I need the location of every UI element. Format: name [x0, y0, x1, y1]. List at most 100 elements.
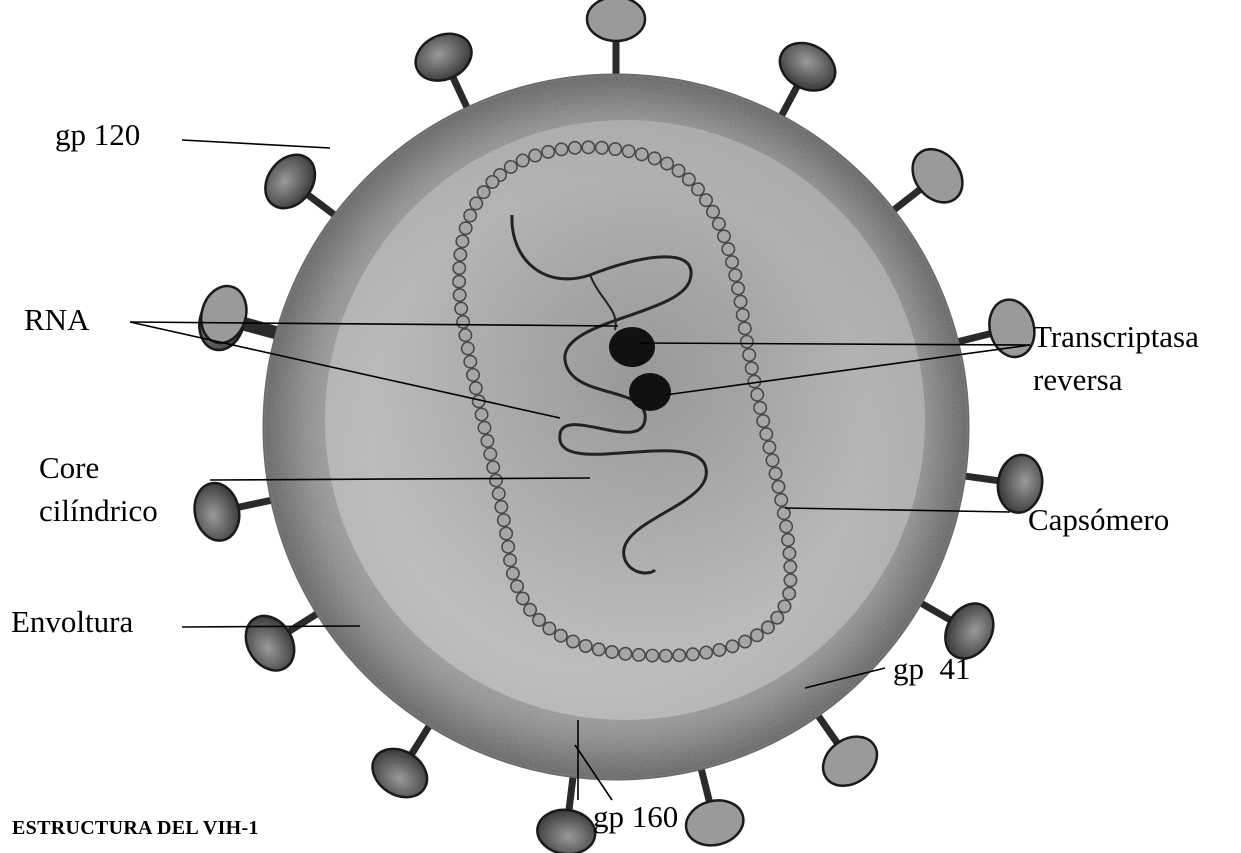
capsomere [672, 164, 684, 176]
capsomere [511, 580, 523, 592]
capsomere [771, 611, 783, 623]
capsomere [470, 382, 482, 394]
capsomere [757, 415, 769, 427]
label-envoltura: Envoltura [11, 605, 133, 639]
glycoprotein-spike [772, 34, 844, 122]
capsomere [772, 481, 784, 493]
capsomere [745, 362, 757, 374]
capsomere [478, 422, 490, 434]
capsomere [495, 501, 507, 513]
capsomere [722, 243, 734, 255]
gp120-knob [681, 795, 748, 852]
capsomere [739, 322, 751, 334]
capsomere [683, 173, 695, 185]
capsomere [467, 369, 479, 381]
glycoprotein-spike [236, 607, 323, 680]
capsomere [500, 527, 512, 539]
label-gp160: gp 160 [593, 800, 678, 834]
capsomere [734, 295, 746, 307]
glycoprotein-spike [189, 479, 277, 545]
label-gp41: gp 41 [893, 652, 971, 686]
capsomere [533, 614, 545, 626]
gp120-knob [189, 479, 244, 545]
capsomere [763, 441, 775, 453]
capsomere [766, 454, 778, 466]
gp120-knob [587, 0, 645, 41]
capsomere [502, 541, 514, 553]
capsomere [700, 194, 712, 206]
glycoprotein-spike [255, 145, 340, 219]
capsomere [505, 161, 517, 173]
capsomere [648, 152, 660, 164]
capsomere [606, 646, 618, 658]
capsomere [454, 248, 466, 260]
capsomere [636, 148, 648, 160]
capsomere [783, 547, 795, 559]
capsomere [687, 648, 699, 660]
capsomere [453, 289, 465, 301]
capsomere [493, 487, 505, 499]
capsomere [453, 275, 465, 287]
capsomere [739, 635, 751, 647]
capsomere [729, 269, 741, 281]
capsomere [713, 644, 725, 656]
capsomere [487, 461, 499, 473]
capsomere [453, 262, 465, 274]
capsomere [619, 648, 631, 660]
capsomere [516, 154, 528, 166]
capsomere [459, 222, 471, 234]
capsomere [743, 349, 755, 361]
gp120-knob [236, 607, 304, 680]
capsomere [596, 142, 608, 154]
capsomere [622, 145, 634, 157]
capsomere [783, 587, 795, 599]
label-transcriptasa: Transcriptasa [1033, 320, 1199, 354]
capsomere [459, 329, 471, 341]
capsomere [737, 309, 749, 321]
gp120-leader [182, 140, 330, 148]
capsomere [726, 256, 738, 268]
capsomere [778, 507, 790, 519]
capsomere [507, 567, 519, 579]
capsomere [751, 629, 763, 641]
capsomere [504, 554, 516, 566]
glycoprotein-spike [889, 139, 973, 214]
capsomere [456, 235, 468, 247]
capsomere [490, 474, 502, 486]
gp120-knob [814, 727, 887, 796]
capsomere [707, 206, 719, 218]
gp120-knob [902, 139, 972, 212]
capsomere [700, 646, 712, 658]
capsomere [660, 650, 672, 662]
capsomere [486, 176, 498, 188]
gp120-knob [984, 295, 1041, 362]
capsomere [481, 435, 493, 447]
capsomere [542, 146, 554, 158]
capsomere [732, 282, 744, 294]
capsomere [464, 356, 476, 368]
capsomere [769, 467, 781, 479]
capsomere [782, 534, 794, 546]
capsomere [593, 643, 605, 655]
capsomere [484, 448, 496, 460]
capsomere [751, 388, 763, 400]
label-gp120: gp 120 [55, 118, 140, 152]
diagram-caption: ESTRUCTURA DEL VIH-1 [12, 817, 259, 840]
capsomere [784, 561, 796, 573]
glycoprotein-spike [408, 25, 479, 113]
capsomere [713, 218, 725, 230]
capsomere [726, 640, 738, 652]
label-reversa: reversa [1033, 363, 1123, 397]
glycoprotein-spike [952, 295, 1041, 362]
capsomere [580, 640, 592, 652]
gp120-knob [255, 145, 325, 218]
glycoprotein-spike [535, 770, 598, 853]
matrix-layer [325, 120, 925, 720]
reverse-transcriptase-1 [609, 327, 655, 367]
capsomere [633, 649, 645, 661]
gp120-knob [535, 807, 598, 853]
capsomere [569, 142, 581, 154]
gp120-knob [408, 25, 479, 89]
capsomere [718, 230, 730, 242]
